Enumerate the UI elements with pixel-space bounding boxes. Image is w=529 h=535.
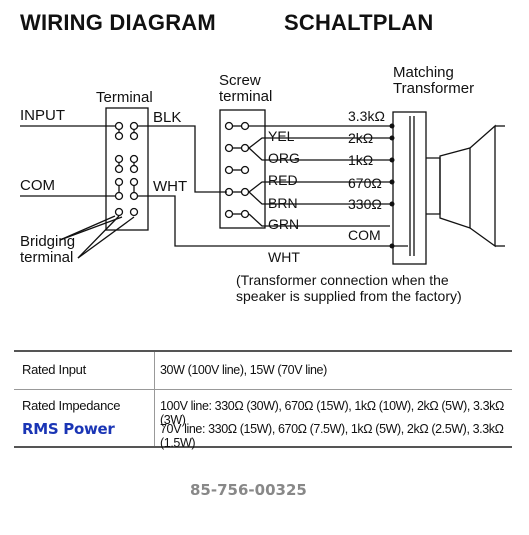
yel-label: YEL (268, 128, 295, 144)
wht-wire (138, 195, 408, 247)
transformer-label: Transformer (393, 80, 474, 97)
rated-input-label: Rated Input (14, 352, 155, 389)
red-label: RED (268, 172, 298, 188)
transformer-box (392, 111, 427, 265)
speaker-horn (469, 124, 496, 248)
rated-impedance-row: Rated Impedance RMS Power 100V line: 330… (14, 390, 512, 450)
wht-terminal-label: WHT (153, 178, 187, 195)
terminal-block (105, 107, 149, 231)
screw-terminal-block (219, 109, 266, 229)
speaker-magnet (426, 157, 441, 215)
impedance-100v: 100V line: 330Ω (30W), 670Ω (15W), 1kΩ (… (160, 399, 504, 427)
matching-label: Matching (393, 64, 454, 81)
tap-com-label: COM (348, 227, 381, 243)
rated-input-row: Rated Input 30W (100V line), 15W (70V li… (14, 352, 512, 390)
grn-label: GRN (268, 216, 299, 232)
rated-impedance-cell: Rated Impedance RMS Power (14, 390, 155, 446)
impedance-70v: 70V line: 330Ω (15W), 670Ω (7.5W), 1kΩ (… (160, 422, 504, 450)
org-label: ORG (268, 150, 300, 166)
tap-2k-label: 2kΩ (348, 130, 373, 146)
diagram-title: WIRING DIAGRAM (20, 10, 216, 35)
wht-bottom-label: WHT (268, 249, 300, 265)
rms-power-label: RMS Power (22, 420, 115, 438)
yel-wire (248, 137, 390, 149)
tap-3-3k-label: 3.3kΩ (348, 108, 385, 124)
tap-330-label: 330Ω (348, 196, 382, 212)
bridging-label: Bridging (20, 233, 75, 250)
terminal-label: Terminal (96, 89, 153, 106)
brn-label: BRN (268, 195, 298, 211)
wiring-diagram: INPUT COM Bridging terminal Terminal Scr… (20, 64, 505, 304)
input-label: INPUT (20, 107, 65, 124)
org-wire (248, 147, 390, 161)
brn-wire (248, 191, 390, 205)
grn-wire (248, 213, 390, 227)
speaker-cone (439, 147, 471, 229)
transformer-coil (409, 116, 415, 256)
tap-1k-label: 1kΩ (348, 152, 373, 168)
com-label: COM (20, 177, 55, 194)
blk-wire (138, 125, 227, 193)
screw-label-2: terminal (219, 88, 272, 105)
screw-label: Screw (219, 72, 261, 89)
note-line-1: (Transformer connection when the (236, 272, 449, 288)
red-wire (248, 181, 390, 193)
screw-contacts (224, 121, 250, 219)
tap-670-label: 670Ω (348, 175, 382, 191)
rated-input-value: 30W (100V line), 15W (70V line) (160, 363, 327, 377)
note-line-2: speaker is supplied from the factory) (236, 288, 462, 304)
blk-label: BLK (153, 109, 181, 126)
part-number: 85-756-00325 (190, 481, 307, 499)
bridging-label-2: terminal (20, 249, 73, 266)
spec-table: Rated Input 30W (100V line), 15W (70V li… (14, 350, 512, 450)
bridging-arrows (59, 215, 135, 259)
diagram-title-german: SCHALTPLAN (284, 10, 434, 35)
rated-impedance-label: Rated Impedance (22, 398, 121, 413)
terminal-contacts (114, 121, 139, 217)
tap-dots (389, 123, 395, 249)
